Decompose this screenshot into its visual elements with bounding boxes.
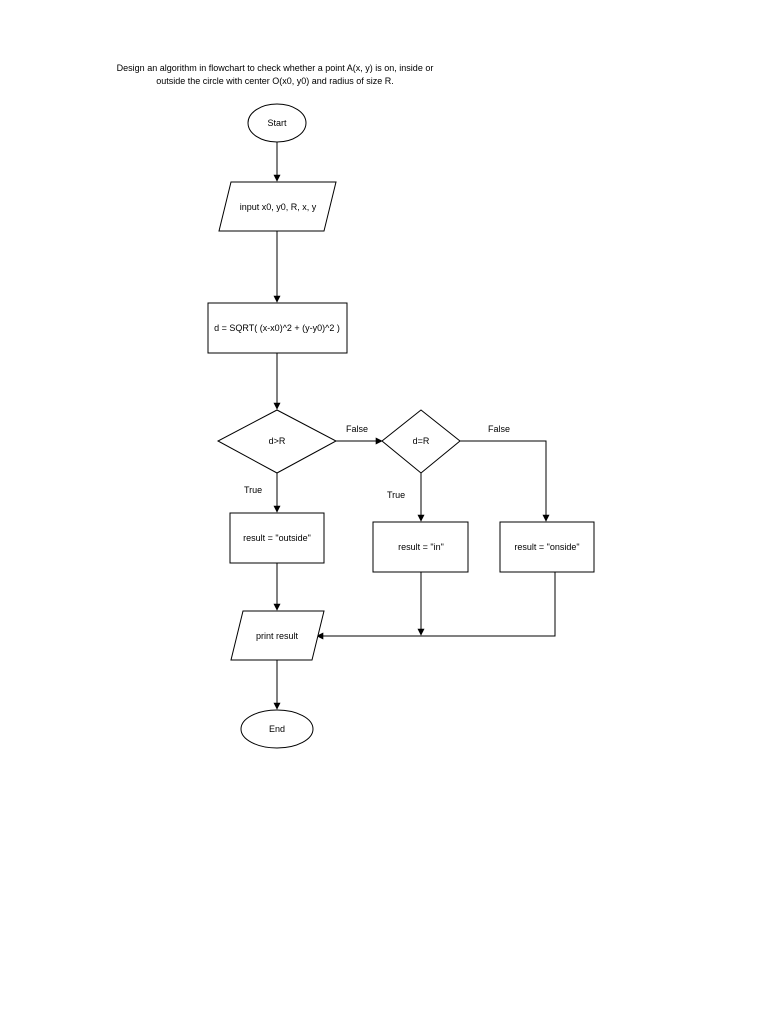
diagram-title: Design an algorithm in flowchart to chec… — [100, 62, 450, 88]
edge-label-false-1: False — [346, 424, 368, 434]
diagram-title-line-2: outside the circle with center O(x0, y0)… — [156, 76, 394, 86]
end-label: End — [269, 724, 285, 734]
start-label: Start — [267, 118, 287, 128]
print-label: print result — [256, 631, 299, 641]
result-in-label: result = "in" — [398, 542, 444, 552]
decision-greater-label: d>R — [269, 436, 286, 446]
input-label: input x0, y0, R, x, y — [240, 202, 317, 212]
result-outside-label: result = "outside" — [243, 533, 311, 543]
compute-distance-label: d = SQRT( (x-x0)^2 + (y-y0)^2 ) — [214, 323, 340, 333]
diagram-title-line-1: Design an algorithm in flowchart to chec… — [116, 63, 434, 73]
result-outside-node: result = "outside" — [229, 512, 325, 564]
edge-onside-to-print — [316, 572, 556, 640]
edge-label-false-2: False — [488, 424, 510, 434]
decision-equal-label: d=R — [413, 436, 430, 446]
input-node: input x0, y0, R, x, y — [218, 181, 337, 232]
result-in-node: result = "in" — [372, 521, 469, 573]
print-node: print result — [230, 610, 325, 661]
compute-distance-node: d = SQRT( (x-x0)^2 + (y-y0)^2 ) — [207, 302, 348, 354]
edge-label-true-1: True — [244, 485, 262, 495]
end-terminal: End — [240, 709, 314, 749]
decision-equal-node: d=R — [381, 409, 461, 474]
result-onside-label: result = "onside" — [514, 542, 579, 552]
edge-label-true-2: True — [387, 490, 405, 500]
decision-greater-node: d>R — [216, 409, 338, 474]
edge-decision2-false — [460, 440, 550, 522]
result-onside-node: result = "onside" — [499, 521, 595, 573]
connectors — [273, 142, 556, 710]
start-terminal: Start — [247, 103, 307, 143]
